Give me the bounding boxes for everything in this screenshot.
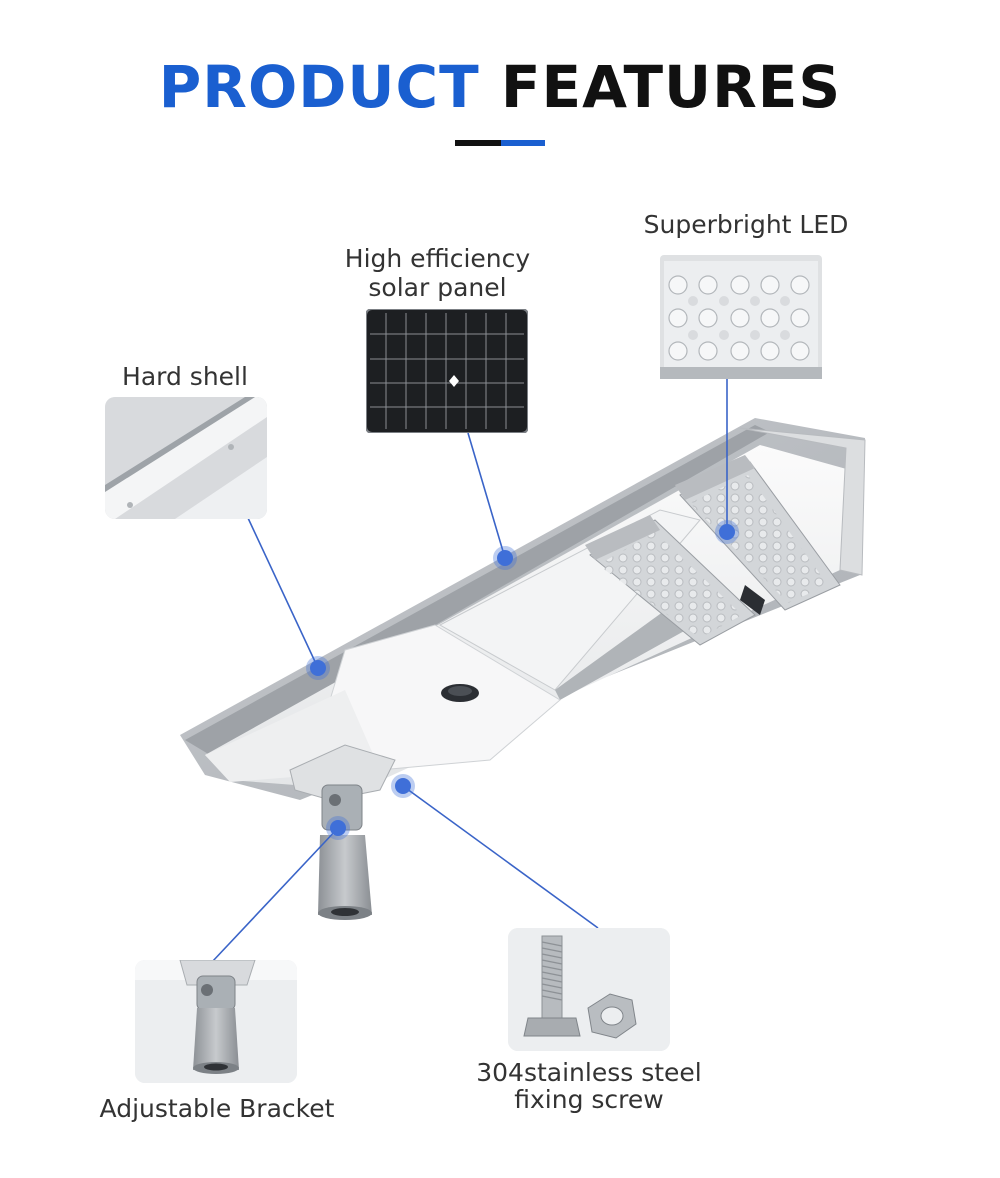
led-modules bbox=[585, 455, 841, 646]
hard-shell-thumbnail bbox=[105, 397, 267, 519]
label-screw-line2: fixing screw bbox=[514, 1085, 664, 1114]
lamp-housing bbox=[180, 418, 866, 800]
hard-shell-image bbox=[105, 397, 267, 519]
label-screw-line1: 304stainless steel bbox=[476, 1058, 702, 1087]
callout-lines bbox=[211, 378, 728, 963]
label-solar-panel-line1: High efficiency bbox=[344, 244, 531, 273]
solar-panel-image bbox=[366, 309, 528, 433]
callout-dots bbox=[306, 520, 739, 840]
title-underline-dark bbox=[455, 140, 501, 146]
screw-thumbnail bbox=[508, 928, 670, 1051]
title-highlight: PRODUCT bbox=[158, 53, 480, 121]
led-closeup-image bbox=[660, 255, 822, 379]
page-title: PRODUCT FEATURES bbox=[0, 52, 1000, 122]
title-rest: FEATURES bbox=[500, 53, 842, 121]
bracket-pole bbox=[289, 744, 396, 920]
title-underline-blue bbox=[501, 140, 545, 146]
label-adjustable-bracket: Adjustable Bracket bbox=[99, 1094, 335, 1123]
label-hard-shell: Hard shell bbox=[122, 362, 248, 391]
bracket-thumbnail bbox=[135, 960, 297, 1083]
screw-and-nut-image bbox=[508, 928, 670, 1051]
label-superbright-led: Superbright LED bbox=[643, 210, 849, 239]
bracket-closeup-image bbox=[135, 960, 297, 1083]
label-solar-panel-line2: solar panel bbox=[368, 273, 507, 302]
